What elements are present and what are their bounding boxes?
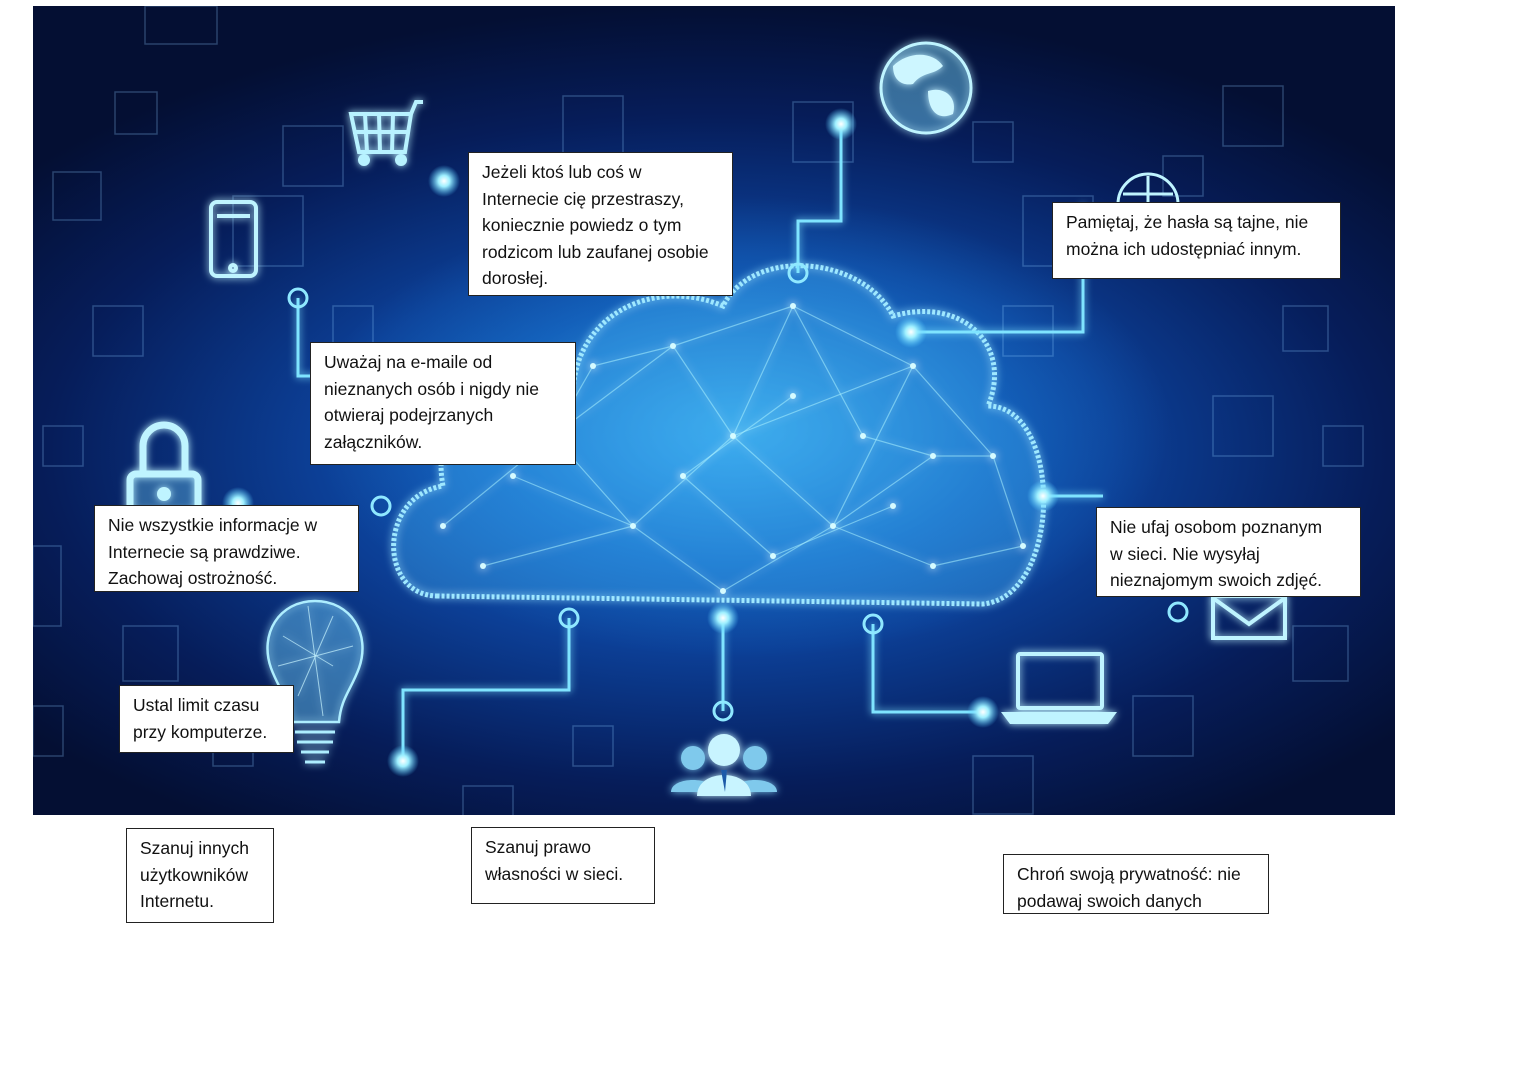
note-strangers: Nie ufaj osobom poznanym w sieci. Nie wy…: [1096, 507, 1361, 597]
ring-nodes: [287, 262, 1189, 722]
laptop-icon: [1001, 652, 1117, 724]
note-respect-users: Szanuj innych użytkowników Internetu.: [126, 828, 274, 923]
shopping-cart-icon: [348, 100, 423, 166]
note-tell-parents-text: Jeżeli ktoś lub coś w Internecie cię prz…: [482, 162, 709, 288]
users-icon: [671, 734, 777, 796]
note-copyright: Szanuj prawo własności w sieci.: [471, 827, 655, 904]
note-respect-users-text: Szanuj innych użytkowników Internetu.: [140, 838, 249, 911]
note-time-limit: Ustal limit czasu przy komputerze.: [119, 685, 294, 753]
envelope-icon: [1211, 594, 1287, 640]
small-globe-icon: [1116, 172, 1180, 205]
note-copyright-text: Szanuj prawo własności w sieci.: [485, 837, 624, 884]
note-privacy-text: Chroń swoją prywatność: nie podawaj swoi…: [1017, 864, 1241, 911]
smartphone-icon: [209, 200, 258, 278]
note-tell-parents: Jeżeli ktoś lub coś w Internecie cię prz…: [468, 152, 733, 296]
note-emails: Uważaj na e-maile od nieznanych osób i n…: [310, 342, 576, 465]
note-time-limit-text: Ustal limit czasu przy komputerze.: [133, 695, 268, 742]
note-passwords: Pamiętaj, że hasła są tajne, nie można i…: [1052, 202, 1341, 279]
note-emails-text: Uważaj na e-maile od nieznanych osób i n…: [324, 352, 540, 452]
padlock-icon: [126, 421, 202, 518]
cloud-network-icon: [391, 263, 1047, 607]
note-information: Nie wszystkie informacje w Internecie są…: [94, 505, 359, 592]
note-strangers-text: Nie ufaj osobom poznanym w sieci. Nie wy…: [1110, 517, 1323, 590]
globe-icon: [879, 41, 973, 135]
note-passwords-text: Pamiętaj, że hasła są tajne, nie można i…: [1066, 212, 1309, 259]
note-privacy: Chroń swoją prywatność: nie podawaj swoi…: [1003, 854, 1269, 914]
note-information-text: Nie wszystkie informacje w Internecie są…: [108, 515, 318, 588]
